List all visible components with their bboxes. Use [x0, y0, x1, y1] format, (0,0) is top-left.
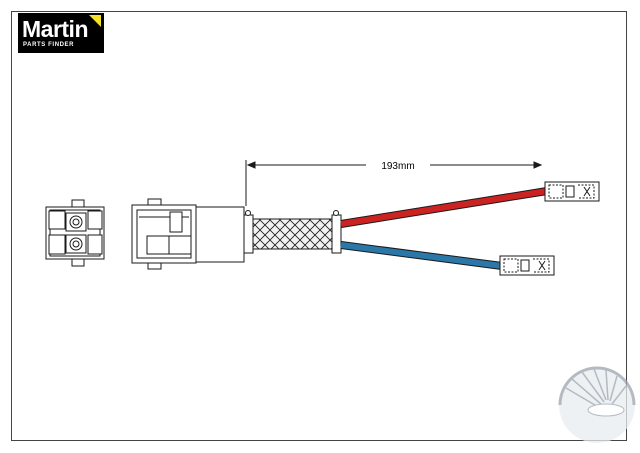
blue-wire-fill — [340, 242, 503, 269]
braided-sleeve — [243, 210, 342, 254]
logo-accent-mark — [89, 15, 101, 27]
logo-tagline-text: PARTS FINDER — [23, 42, 75, 48]
connector-housing-side-view — [131, 198, 245, 270]
connector-front-view — [45, 199, 105, 267]
dimension-line — [245, 160, 543, 206]
terminal-upper — [544, 181, 600, 202]
globe-watermark — [558, 366, 636, 443]
martin-parts-finder-logo: Martin PARTS FINDER — [18, 13, 104, 53]
wires — [340, 187, 548, 270]
dimension-label: 193mm — [381, 161, 414, 172]
logo-brand-text: Martin — [22, 16, 89, 42]
red-wire-fill — [340, 188, 548, 227]
terminal-lower — [499, 255, 555, 276]
drawing-frame — [11, 11, 627, 441]
